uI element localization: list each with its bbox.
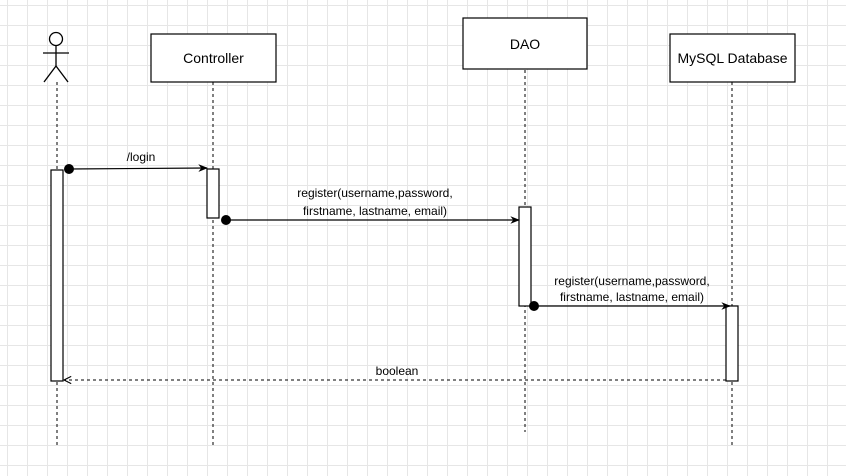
participant-database-label: MySQL Database <box>678 50 788 66</box>
participant-controller-label: Controller <box>183 50 244 66</box>
message-start-dot <box>529 301 539 311</box>
activation-actor[interactable] <box>50 169 64 382</box>
message-register-dao-label-line1: register(username,password, <box>297 186 452 200</box>
message-start-dot <box>64 164 74 174</box>
activation-dao[interactable] <box>518 206 532 307</box>
message-login[interactable]: /login <box>64 150 208 174</box>
participant-dao[interactable]: DAO <box>462 17 588 70</box>
message-boolean-return[interactable]: boolean <box>64 364 726 380</box>
message-register-database-label-line2: firstname, lastname, email) <box>560 290 704 304</box>
message-register-dao-label-line2: firstname, lastname, email) <box>303 204 447 218</box>
activation-controller[interactable] <box>206 168 220 219</box>
actor-icon[interactable] <box>43 31 69 83</box>
message-register-database-label-line1: register(username,password, <box>554 274 709 288</box>
message-boolean-return-label: boolean <box>376 364 419 378</box>
participant-controller[interactable]: Controller <box>150 33 277 83</box>
message-register-database[interactable]: register(username,password, firstname, l… <box>529 274 731 311</box>
message-register-dao[interactable]: register(username,password, firstname, l… <box>221 186 520 225</box>
activation-database[interactable] <box>725 305 739 382</box>
message-login-label: /login <box>127 150 156 164</box>
participant-dao-label: DAO <box>510 36 540 52</box>
message-start-dot <box>221 215 231 225</box>
participant-database[interactable]: MySQL Database <box>669 33 796 83</box>
